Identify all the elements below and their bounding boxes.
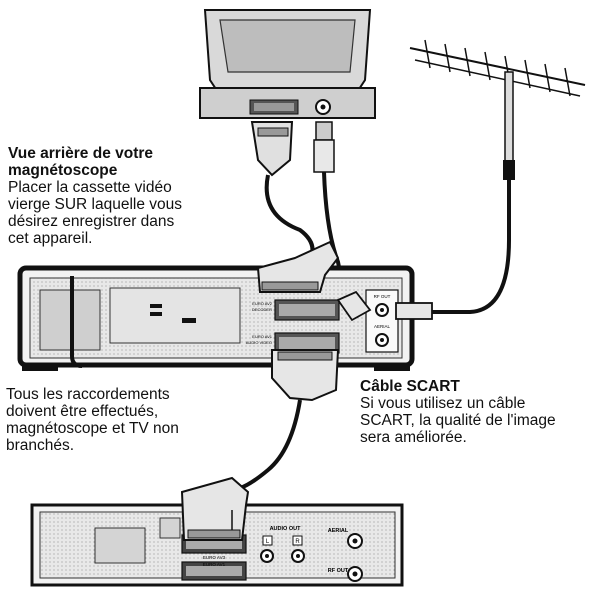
scart-title: Câble SCART	[360, 378, 460, 395]
svg-text:L: L	[266, 539, 270, 545]
device-audio-out: AUDIO OUT L R	[260, 526, 305, 563]
svg-text:DECODER: DECODER	[252, 307, 272, 312]
svg-text:AERIAL: AERIAL	[374, 324, 391, 329]
svg-text:RF OUT: RF OUT	[374, 294, 391, 299]
rear-view-body-line-2: vierge SUR laquelle vous	[8, 196, 183, 213]
svg-text:AUDIO OUT: AUDIO OUT	[270, 526, 302, 532]
connections-line-1: Tous les raccordements	[6, 386, 170, 403]
aerial-cable	[430, 180, 511, 314]
rear-view-body-line-4: cet appareil.	[8, 230, 93, 247]
device-euro-av-socket-bottom: EURO AV1	[181, 561, 247, 581]
device-rf-out-socket: RF OUT	[328, 566, 363, 582]
connections-line-3: magnétoscope et TV non	[6, 420, 179, 437]
television	[199, 9, 376, 119]
connections-line-4: branchés.	[6, 437, 75, 454]
rear-view-body-line-3: désirez enregistrer dans	[8, 213, 175, 230]
rear-view-title-line-2: magnétoscope	[8, 162, 118, 179]
tv-scart-plug	[250, 121, 294, 177]
vcr-euro-av2-socket: EURO AV2 DECODER	[252, 299, 340, 321]
rear-view-title-line-1: Vue arrière de votre	[8, 145, 154, 162]
svg-text:RF OUT: RF OUT	[328, 568, 349, 574]
scart-body-line-1: Si vous utilisez un câble	[360, 395, 526, 412]
scart-cable-label: Câble SCART Si vous utilisez un câble SC…	[360, 378, 610, 446]
tv-aerial-socket	[315, 99, 331, 115]
svg-text:EURO AV3: EURO AV3	[203, 555, 226, 560]
rear-view-body-line-1: Placer la cassette vidéo	[8, 179, 172, 196]
device-aerial-socket: AERIAL	[328, 528, 363, 549]
vcr-scart-plug-lower	[271, 349, 340, 402]
connections-note: Tous les raccordements doivent être effe…	[6, 386, 266, 454]
svg-text:EURO AV2: EURO AV2	[252, 301, 272, 306]
scart-body-line-3: sera améliorée.	[360, 429, 467, 446]
svg-text:AERIAL: AERIAL	[328, 528, 349, 534]
connections-line-2: doivent être effectués,	[6, 403, 159, 420]
tv-aerial-plug	[313, 121, 335, 173]
vcr-scart-plug-upper	[256, 240, 340, 293]
scart-body-line-2: SCART, la qualité de l'image	[360, 412, 556, 429]
vcr-aerial-plug	[395, 302, 433, 320]
vcr-rf-block: RF OUT AERIAL	[365, 289, 399, 353]
rear-view-label: Vue arrière de votre magnétoscope Placer…	[8, 145, 248, 247]
scart-cable-tv-vcr	[264, 174, 315, 264]
vcr-euro-av1-socket: EURO AV1 AUDIO VIDEO	[246, 332, 340, 354]
tv-scart-socket	[254, 103, 294, 111]
scart-cable-vcr-device	[239, 399, 302, 490]
svg-text:EURO AV1: EURO AV1	[203, 562, 226, 567]
svg-text:AUDIO VIDEO: AUDIO VIDEO	[246, 340, 272, 345]
vcr-rf-plug	[336, 290, 372, 322]
svg-text:R: R	[295, 539, 300, 545]
device-scart-plug	[180, 476, 250, 541]
aerial-antenna	[409, 39, 586, 180]
vcr-left-cable	[70, 276, 83, 368]
svg-text:EURO AV1: EURO AV1	[252, 334, 272, 339]
